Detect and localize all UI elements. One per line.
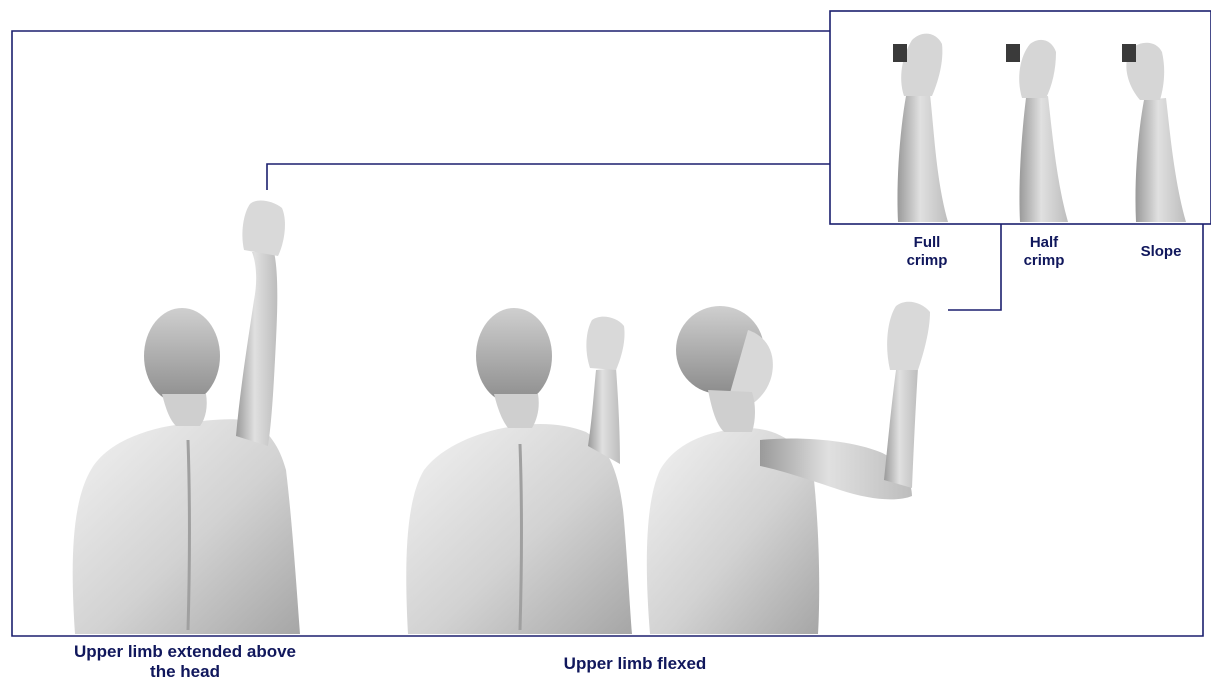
neck (494, 394, 539, 428)
caption-half-crimp: Half crimp (1009, 234, 1079, 270)
caption-extended: Upper limb extended above the head (60, 642, 310, 682)
caption-slope: Slope (1126, 243, 1196, 261)
caption-full-crimp: Full crimp (892, 234, 962, 270)
hold-block (893, 44, 907, 62)
torso-back-arm-extended (73, 201, 300, 634)
hold-block (1006, 44, 1020, 62)
head-hair (476, 308, 552, 404)
head-hair (144, 308, 220, 404)
hand-slope (1122, 43, 1186, 222)
forearm (897, 94, 948, 222)
forearm (1135, 98, 1186, 222)
torso-back-arm-flexed (406, 308, 632, 634)
neck (162, 394, 207, 426)
flexed-hand (586, 317, 624, 370)
hand-full-crimp (893, 34, 948, 222)
hand (901, 34, 942, 96)
hold-block (1122, 44, 1136, 62)
grip-inset (893, 34, 1186, 222)
connector-extended-line (267, 164, 830, 190)
neck (708, 390, 755, 432)
forearm (884, 368, 918, 488)
raised-arm (236, 252, 277, 446)
spine-shadow (188, 440, 190, 630)
spine-shadow (520, 444, 522, 630)
side-hand (887, 302, 930, 370)
back-torso (73, 419, 300, 634)
raised-hand (242, 201, 285, 256)
caption-flexed: Upper limb flexed (510, 654, 760, 674)
torso-three-quarter-arm-flexed (647, 302, 930, 634)
hand-half-crimp (1006, 40, 1068, 222)
hand (1019, 40, 1056, 98)
forearm (1019, 96, 1068, 222)
